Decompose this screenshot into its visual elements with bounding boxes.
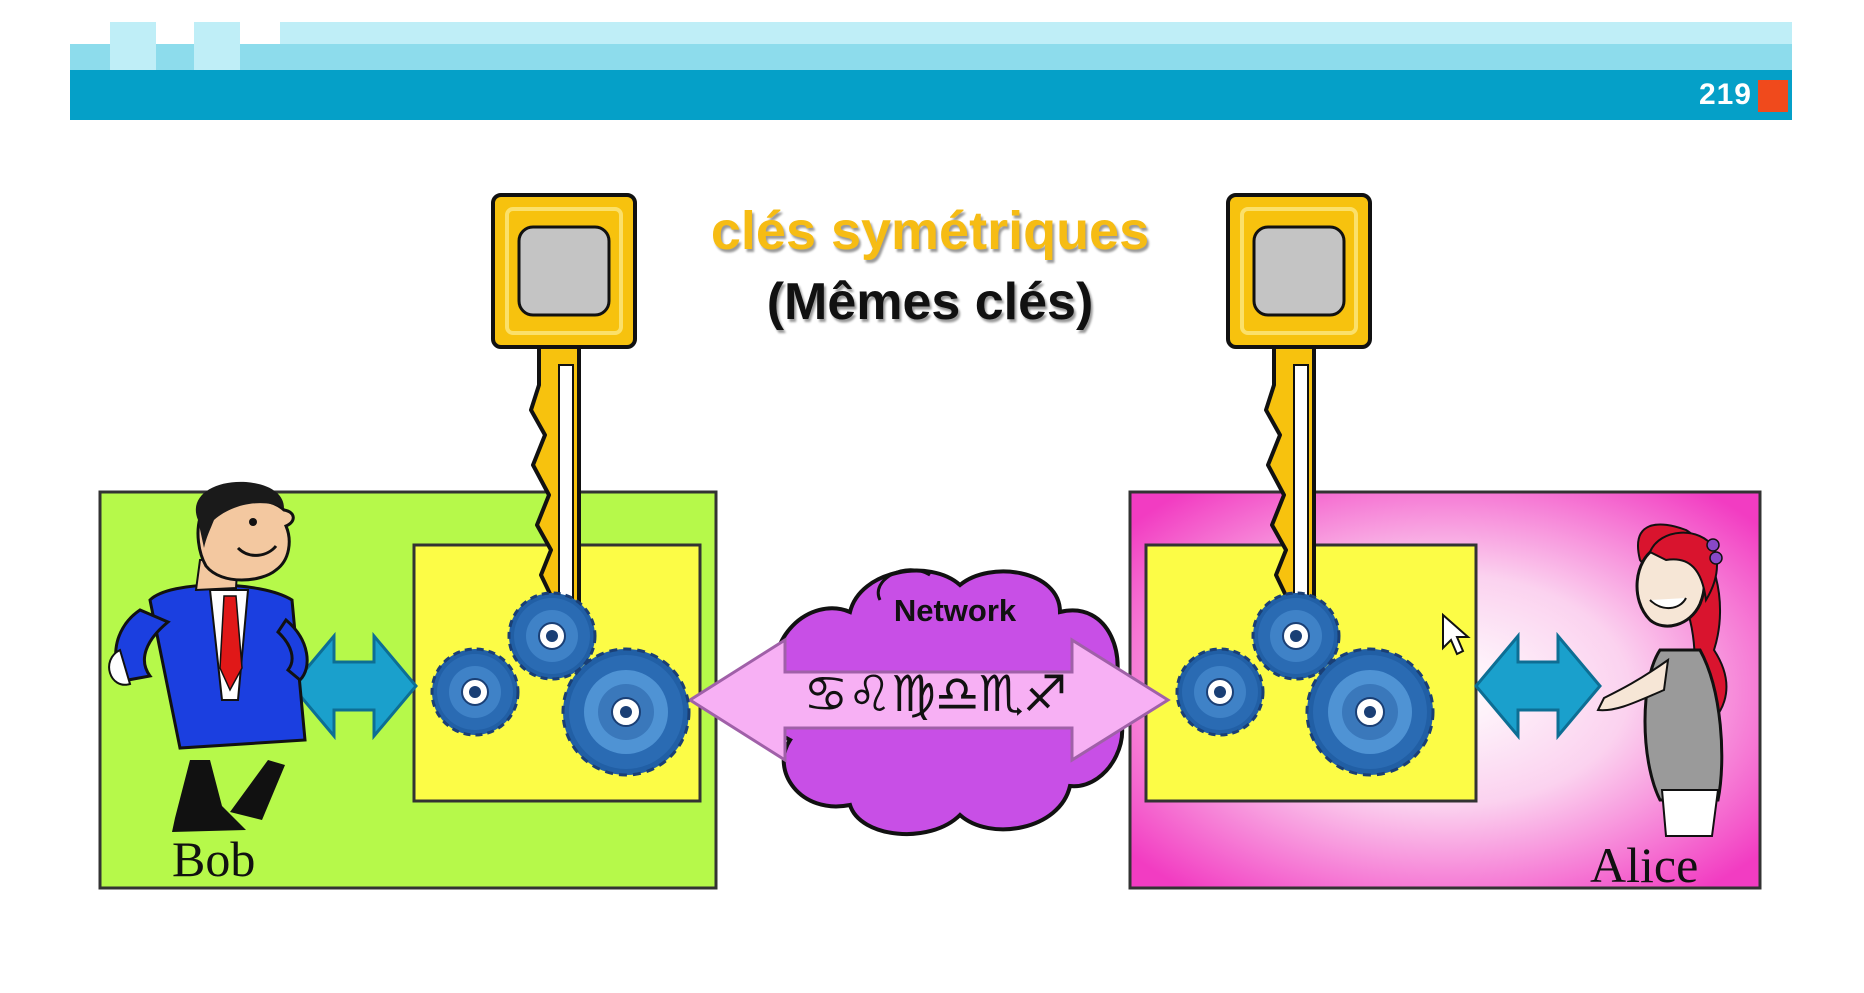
bob-person-icon: [108, 481, 309, 832]
gear-icon: [1305, 647, 1435, 777]
gear-icon: [430, 647, 520, 737]
alice-label: Alice: [1590, 837, 1699, 893]
gear-icon: [561, 647, 691, 777]
cursor-icon: [1442, 612, 1471, 656]
diagram-title: clés symétriques: [710, 201, 1150, 261]
gear-icon: [1251, 591, 1341, 681]
cipher-text: ♋♌♍♎♏♐: [803, 665, 1068, 723]
network-double-arrow: [687, 637, 1171, 763]
slide-number-square: [1758, 80, 1788, 112]
slide-number: 219: [1698, 78, 1752, 111]
network-label: Network: [893, 593, 1017, 628]
alice-person-icon: [1596, 523, 1728, 837]
gear-icon: [507, 591, 597, 681]
header-bar: [70, 22, 1792, 120]
bob-label: Bob: [172, 831, 256, 887]
gear-icon: [1175, 647, 1265, 737]
diagram-subtitle: (Mêmes clés): [766, 273, 1094, 331]
